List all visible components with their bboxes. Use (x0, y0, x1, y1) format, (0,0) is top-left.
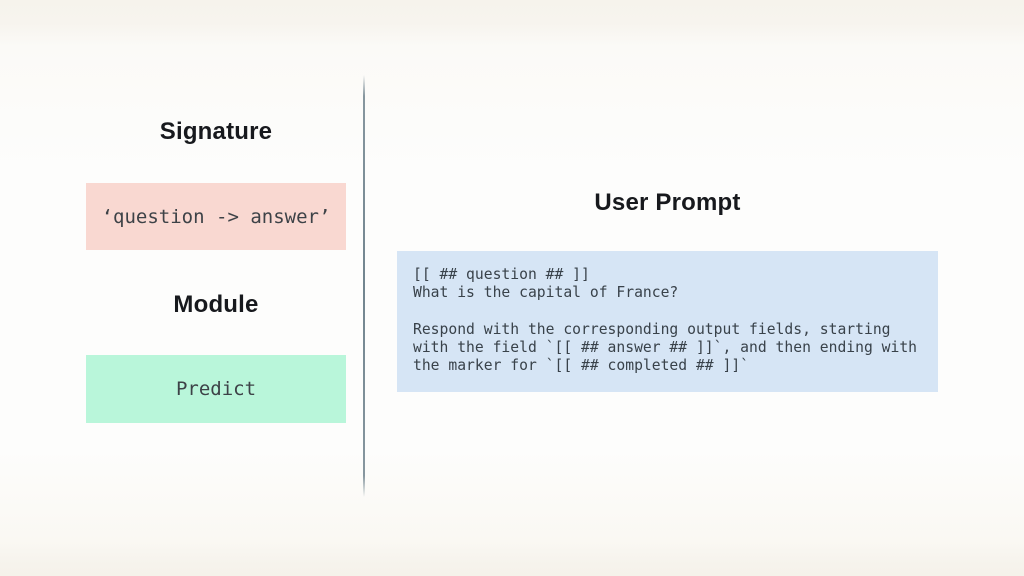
user-prompt-box: [[ ## question ## ]] What is the capital… (397, 251, 938, 392)
signature-code-box: ‘question -> answer’ (86, 183, 346, 250)
signature-heading: Signature (159, 118, 273, 145)
vertical-divider (363, 75, 365, 497)
module-code-box: Predict (86, 355, 346, 423)
signature-code-text: ‘question -> answer’ (101, 205, 331, 228)
user-prompt-heading: User Prompt (594, 189, 741, 216)
module-code-text: Predict (175, 378, 257, 400)
module-heading: Module (173, 291, 259, 318)
